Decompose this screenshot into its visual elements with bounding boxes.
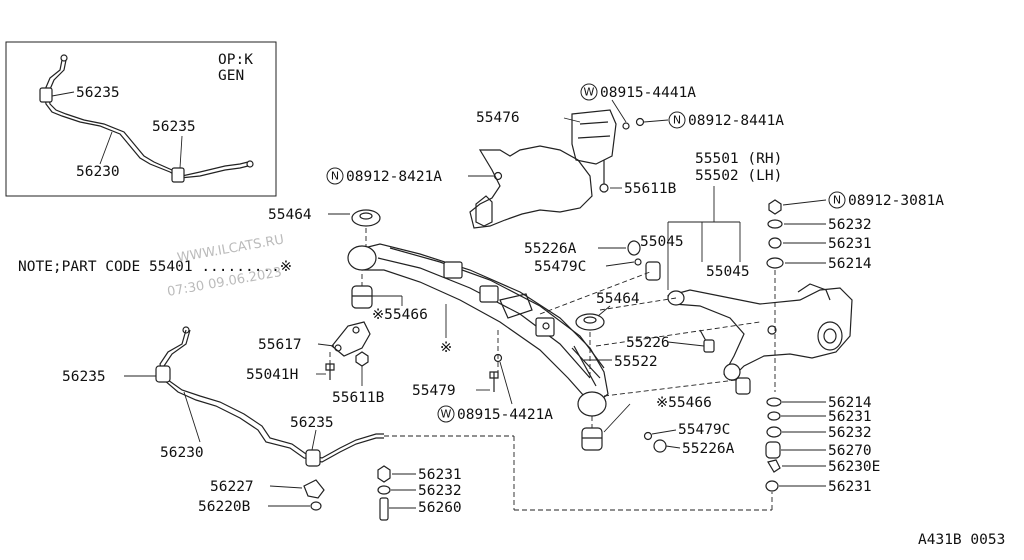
label-56260: 56260 [418,500,462,516]
label-55466-bottom: ※55466 [656,395,712,411]
rear-crossmember [347,243,609,417]
inset-label-56230: 56230 [76,164,120,180]
label-56214-top: 56214 [828,256,872,272]
nut-mark-n-2: N [331,170,339,183]
label-55464-left: 55464 [268,207,312,223]
lateral-link-assembly [666,283,853,395]
label-08912-8441A: 08912-8441A [688,113,784,129]
label-56235-main: 56235 [62,369,106,385]
differential-mount [469,109,645,229]
label-56214-bottom: 56214 [828,395,872,411]
label-55045-a: 55045 [640,234,684,250]
label-55611B-top: 55611B [624,181,677,197]
mount-55464-mid [575,313,605,331]
label-55501-rh: 55501 (RH) [695,151,782,167]
upper-bushing-stack [766,199,784,269]
inset-panel: OP:K GEN 56235 56235 56230 [5,41,277,197]
label-55502-lh: 55502 (LH) [695,168,782,184]
washer-mark-w-2: W [441,408,452,421]
inset-note-line2: GEN [218,68,244,84]
label-55522: 55522 [614,354,658,370]
label-55479C-bottom: 55479C [678,422,730,438]
label-56232-stack: 56232 [418,483,462,499]
label-55226: 55226 [626,335,670,351]
label-55226A-bottom: 55226A [682,441,735,457]
label-55045-b: 55045 [706,264,750,280]
label-55479C-top: 55479C [534,259,586,275]
label-56230E: 56230E [828,459,880,475]
label-08915-4421A: 08915-4421A [457,407,553,423]
label-55466-top: ※55466 [372,307,428,323]
label-55464-mid: 55464 [596,291,640,307]
rubber-mount-right [581,427,603,451]
mount-55464-left [351,209,381,227]
label-56232-top: 56232 [828,217,872,233]
label-56231-last: 56231 [828,479,872,495]
label-56270: 56270 [828,443,872,459]
inset-note-line1: OP:K [218,52,253,68]
washer-mark-w-1: W [584,86,595,99]
stabilizer-link-stack [303,465,391,521]
inset-label-56235-b: 56235 [152,119,196,135]
label-55041H: 55041H [246,367,298,383]
label-08912-3081A: 08912-3081A [848,193,944,209]
label-56220B: 56220B [198,499,251,515]
nut-mark-n-1: N [673,114,681,127]
label-55476: 55476 [476,110,520,126]
label-55617: 55617 [258,337,302,353]
stabilizer-bar [155,326,384,467]
label-55226A-top: 55226A [524,241,577,257]
label-56230: 56230 [160,445,204,461]
label-56231-stack: 56231 [418,467,462,483]
diagram-id: A431B 0053 [918,532,1005,548]
label-56227: 56227 [210,479,254,495]
label-56231-bottom: 56231 [828,409,872,425]
inset-label-56235-a: 56235 [76,85,120,101]
lower-bushing-stack [765,397,782,492]
label-56235-lower: 56235 [290,415,334,431]
nut-mark-n-3: N [833,194,841,207]
label-55611B-bottom: 55611B [332,390,385,406]
label-56231-top: 56231 [828,236,872,252]
label-08915-4441A: 08915-4441A [600,85,696,101]
label-55479: 55479 [412,383,456,399]
label-08912-8421A: 08912-8421A [346,169,442,185]
rubber-mount-left [351,285,373,309]
label-56232-bottom: 56232 [828,425,872,441]
part-code-note: NOTE;PART CODE 55401 .........※ [18,259,292,275]
asterisk-mark: ※ [440,340,452,356]
